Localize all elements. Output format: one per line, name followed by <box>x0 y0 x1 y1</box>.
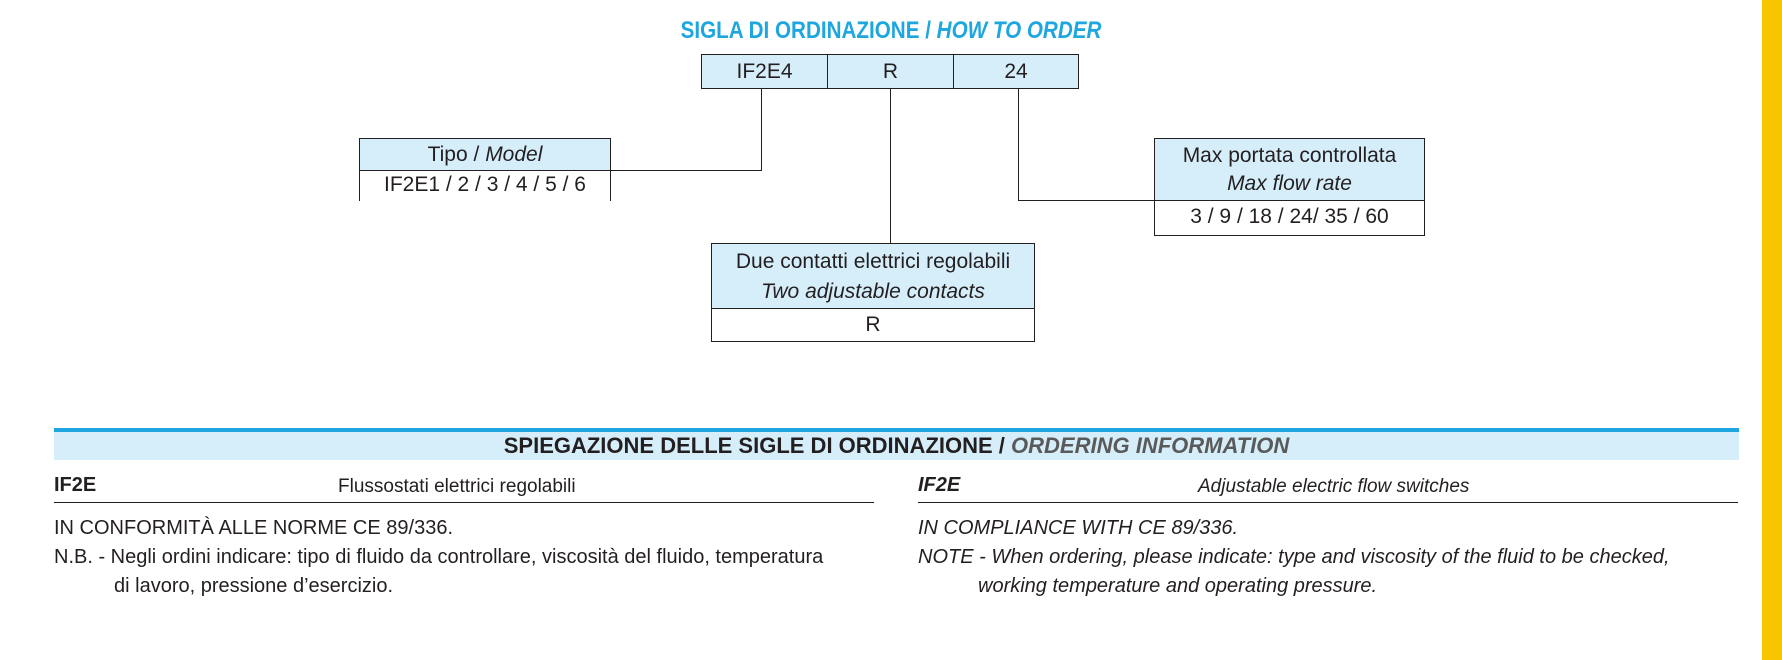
right-compliance: IN COMPLIANCE WITH CE 89/336. <box>918 517 1239 539</box>
left-note-line2: di lavoro, pressione d’esercizio. <box>114 575 394 597</box>
contacts-values: R <box>712 309 1034 341</box>
info-header-en: ORDERING INFORMATION <box>1011 433 1290 458</box>
flow-label-it: Max portata controllata <box>1182 144 1397 167</box>
page-title: SIGLA DI ORDINAZIONE / HOW TO ORDER <box>125 17 1658 45</box>
model-values: IF2E1 / 2 / 3 / 4 / 5 / 6 <box>360 171 610 201</box>
left-notes: IN CONFORMITÀ ALLE NORME CE 89/336. N.B.… <box>54 514 884 601</box>
title-english: HOW TO ORDER <box>936 17 1102 44</box>
left-code: IF2E <box>54 474 97 496</box>
right-notes: IN COMPLIANCE WITH CE 89/336. NOTE - Whe… <box>918 514 1748 601</box>
code-model: IF2E4 <box>701 54 828 89</box>
contacts-label-it: Due contatti elettrici regolabili <box>735 250 1011 273</box>
code-flow: 24 <box>953 54 1079 89</box>
connector-model-vertical <box>761 89 762 171</box>
title-italian: SIGLA DI ORDINAZIONE / <box>680 17 931 44</box>
contacts-label-en: Two adjustable contacts <box>761 280 985 303</box>
side-accent-bar <box>1762 0 1782 660</box>
connector-flow-horizontal <box>1018 200 1155 201</box>
model-label-it: Tipo / <box>427 143 480 166</box>
model-box-header: Tipo / Model <box>360 139 610 171</box>
left-code-row: IF2E Flussostati elettrici regolabili <box>54 474 874 503</box>
flow-box: Max portata controllata Max flow rate 3 … <box>1154 138 1425 236</box>
left-compliance: IN CONFORMITÀ ALLE NORME CE 89/336. <box>54 517 453 539</box>
model-box: Tipo / Model IF2E1 / 2 / 3 / 4 / 5 / 6 <box>359 138 611 201</box>
left-code-desc: Flussostati elettrici regolabili <box>338 476 576 497</box>
contacts-box-header: Due contatti elettrici regolabili Two ad… <box>712 244 1034 309</box>
info-header: SPIEGAZIONE DELLE SIGLE DI ORDINAZIONE /… <box>54 432 1739 460</box>
connector-flow-vertical <box>1018 89 1019 200</box>
code-contacts: R <box>827 54 954 89</box>
info-top-rule <box>54 428 1739 432</box>
info-header-it: SPIEGAZIONE DELLE SIGLE DI ORDINAZIONE / <box>503 433 1005 458</box>
right-note-line2: working temperature and operating pressu… <box>978 575 1378 597</box>
right-note-line1: NOTE - When ordering, please indicate: t… <box>918 546 1670 568</box>
left-note-line1: N.B. - Negli ordini indicare: tipo di fl… <box>54 546 824 568</box>
connector-contacts-vertical <box>890 89 891 243</box>
model-label-en: Model <box>485 143 543 166</box>
connector-model-horizontal <box>610 170 762 171</box>
right-code-row: IF2E Adjustable electric flow switches <box>918 474 1738 503</box>
right-code: IF2E <box>918 474 961 496</box>
flow-values: 3 / 9 / 18 / 24/ 35 / 60 <box>1155 201 1424 235</box>
flow-label-en: Max flow rate <box>1227 172 1352 195</box>
contacts-box: Due contatti elettrici regolabili Two ad… <box>711 243 1035 342</box>
right-code-desc: Adjustable electric flow switches <box>1198 476 1470 497</box>
flow-box-header: Max portata controllata Max flow rate <box>1155 139 1424 201</box>
